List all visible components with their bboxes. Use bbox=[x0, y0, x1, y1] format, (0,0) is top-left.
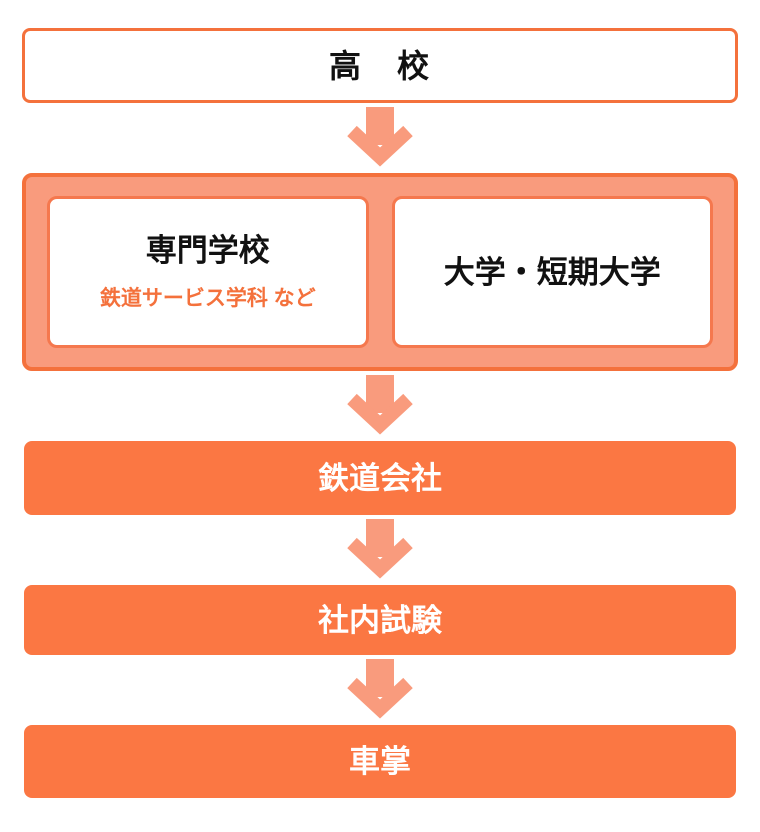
down-arrow-icon bbox=[347, 519, 413, 579]
node-university-title: 大学・短期大学 bbox=[443, 254, 661, 290]
node-vocational-school: 専門学校 鉄道サービス学科 など bbox=[47, 196, 369, 348]
node-vocational-school-title: 専門学校 bbox=[145, 233, 270, 268]
down-arrow-icon bbox=[347, 659, 413, 719]
education-group: 専門学校 鉄道サービス学科 など 大学・短期大学 bbox=[22, 173, 738, 371]
node-university: 大学・短期大学 bbox=[391, 196, 713, 348]
node-highschool-label: 高 校 bbox=[328, 47, 431, 84]
node-internal-exam-label: 社内試験 bbox=[318, 602, 442, 638]
down-arrow-icon bbox=[347, 375, 413, 435]
node-highschool: 高 校 bbox=[22, 28, 738, 103]
down-arrow-icon bbox=[347, 107, 413, 167]
node-railway-company: 鉄道会社 bbox=[24, 441, 736, 515]
node-vocational-school-subtitle: 鉄道サービス学科 など bbox=[99, 287, 316, 310]
node-conductor-label: 車掌 bbox=[349, 744, 411, 779]
node-railway-company-label: 鉄道会社 bbox=[318, 460, 442, 496]
node-internal-exam: 社内試験 bbox=[24, 585, 736, 655]
node-conductor: 車掌 bbox=[24, 725, 736, 798]
